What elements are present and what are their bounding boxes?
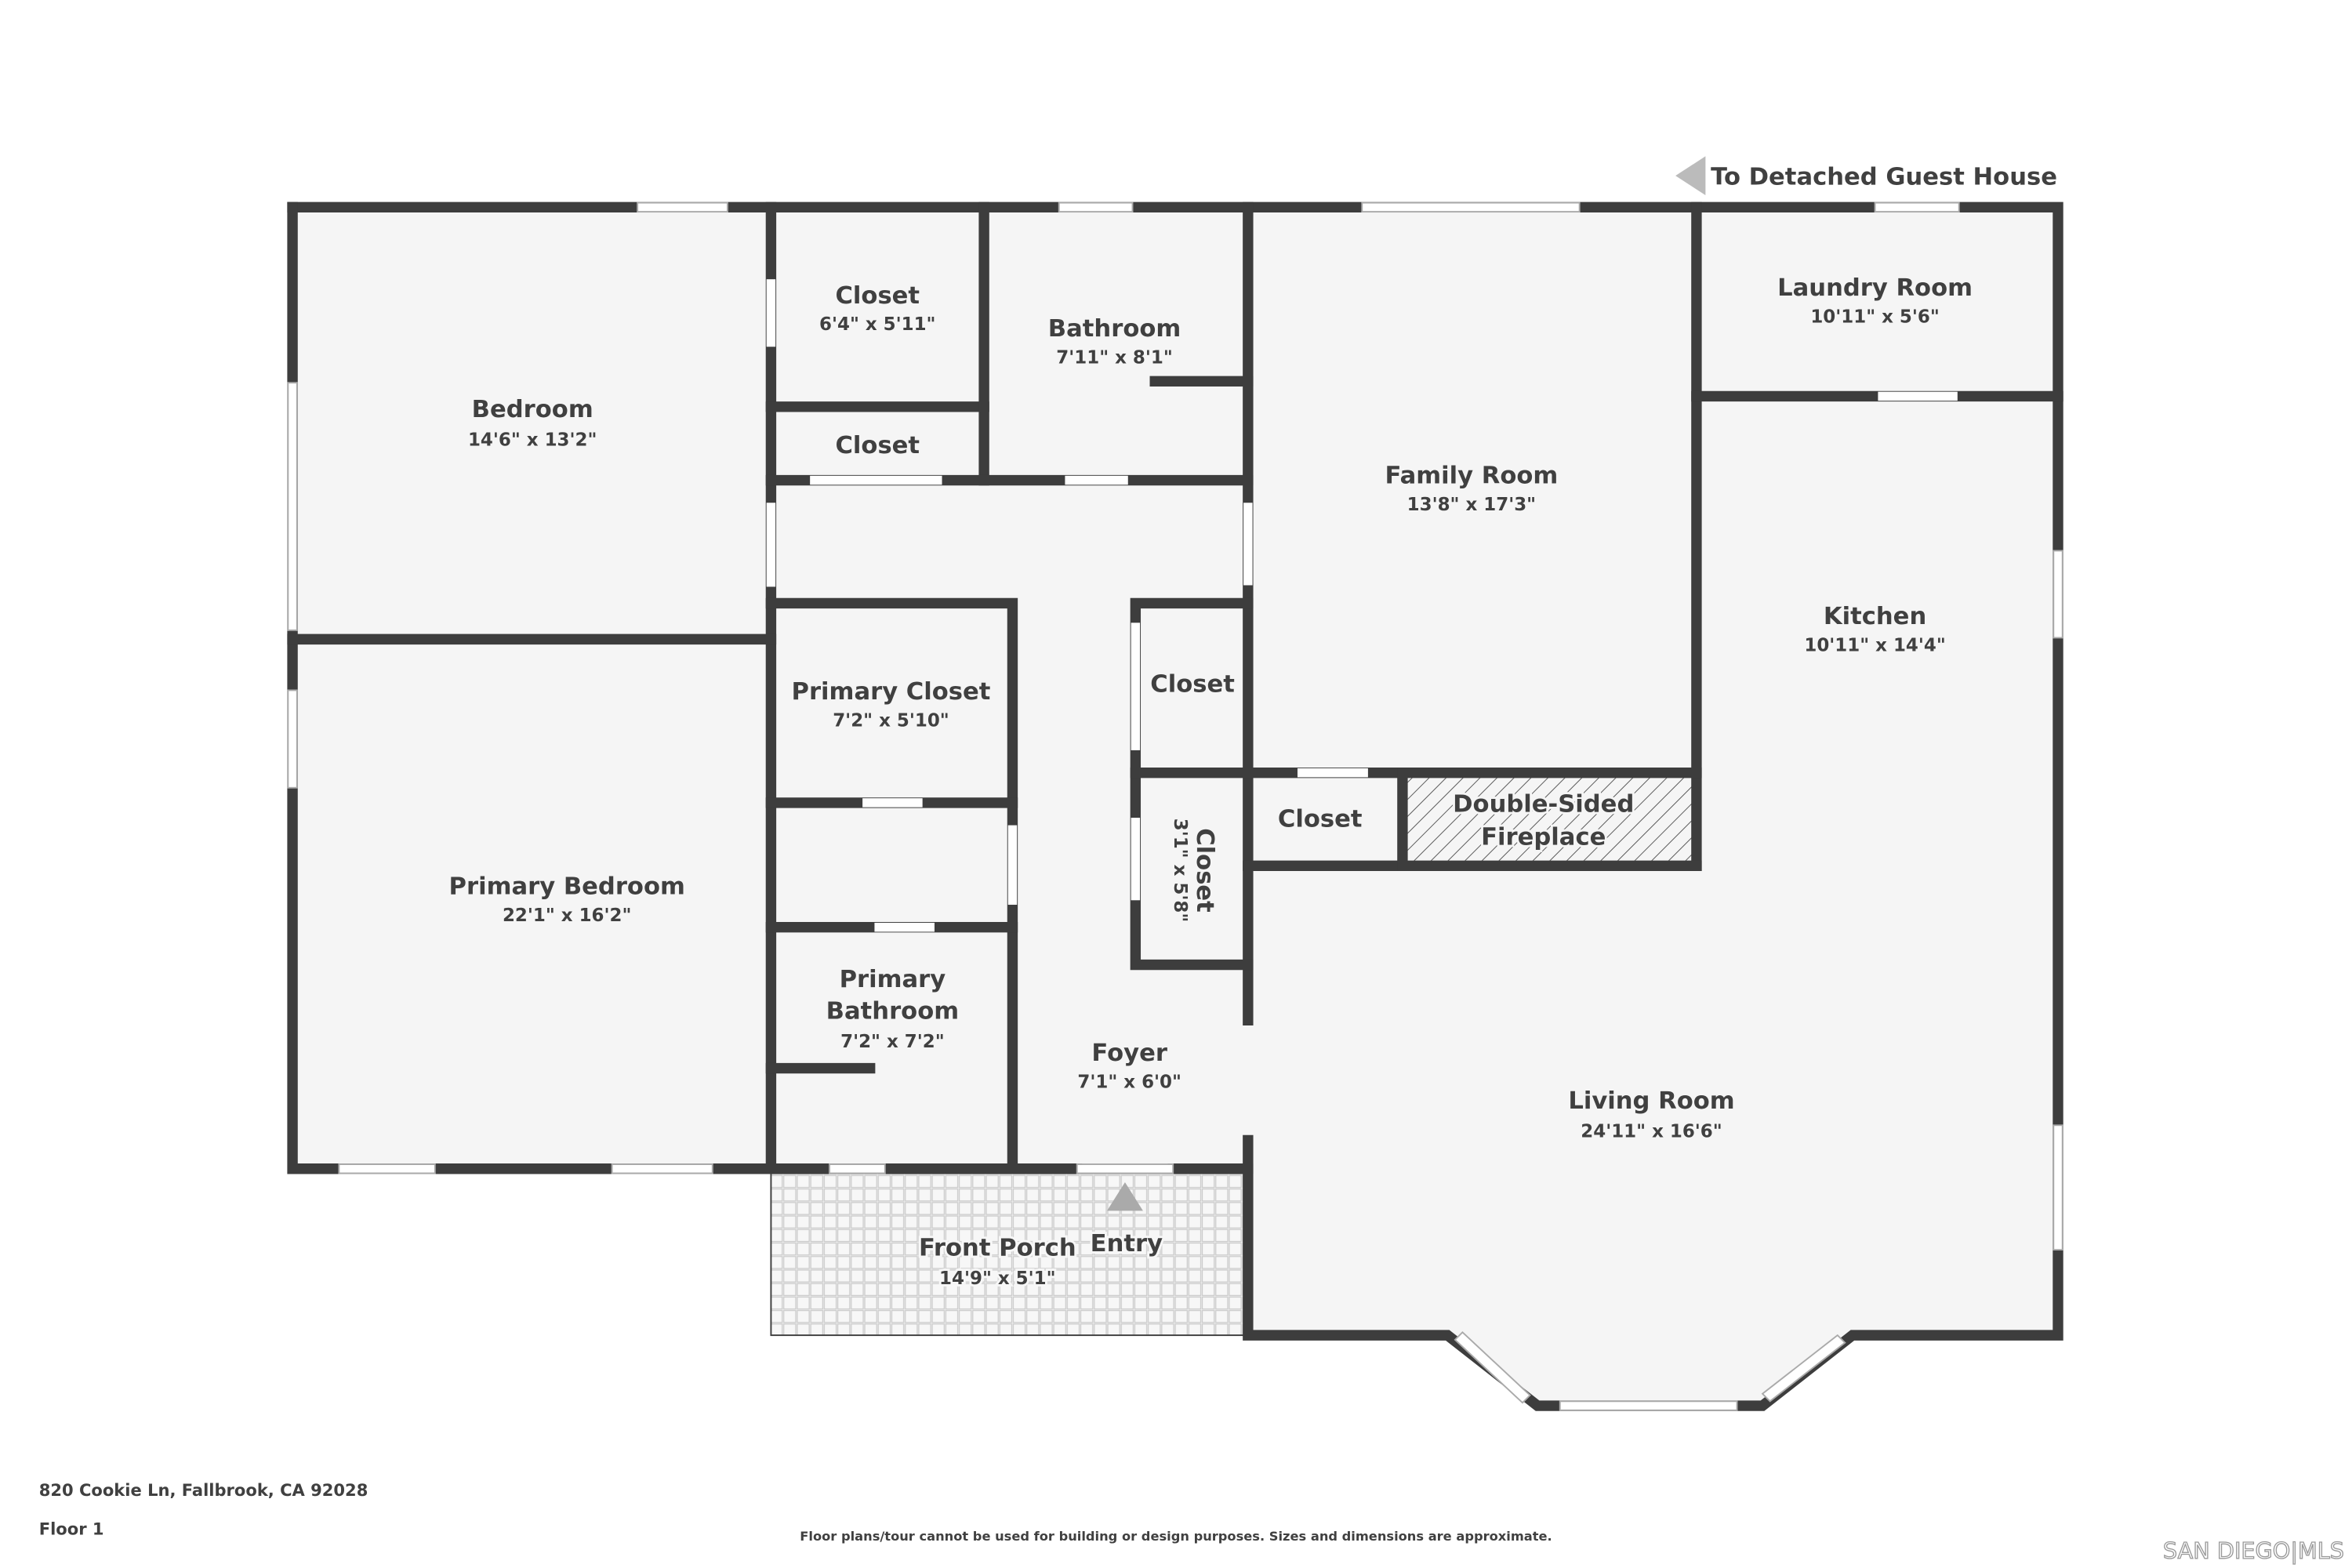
room-name-front-porch: Front Porch [919, 1235, 1076, 1262]
room-dims-primary-bathroom: 7'2" x 7'2" [840, 1032, 945, 1052]
room-name-closet-top: Closet [835, 282, 920, 310]
room-name-family-room: Family Room [1385, 462, 1559, 489]
mls-logo: SAN DIEGO|MLS [2163, 1537, 2344, 1564]
fireplace-label-line1: Double-Sided [1453, 790, 1634, 818]
room-name-living-room: Living Room [1568, 1087, 1734, 1115]
disclaimer: Floor plans/tour cannot be used for buil… [800, 1529, 1552, 1544]
room-dims-primary-bedroom: 22'1" x 16'2" [503, 906, 631, 926]
windows [287, 201, 2063, 1411]
room-dims-primary-closet: 7'2" x 5'10" [833, 710, 949, 731]
entry-label: Entry [1091, 1230, 1163, 1258]
room-name-primary-bathroom-line2: Bathroom [826, 997, 959, 1025]
fireplace-label-line2: Fireplace [1481, 823, 1606, 851]
floor-label: Floor 1 [39, 1519, 104, 1539]
room-dims-closet-top: 6'4" x 5'11" [819, 314, 936, 335]
room-name-bathroom: Bathroom [1048, 315, 1181, 343]
room-dims-bedroom: 14'6" x 13'2" [468, 430, 597, 451]
room-dims-laundry-room: 10'11" x 5'6" [1810, 307, 1939, 328]
room-dims-front-porch: 14'9" x 5'1" [939, 1269, 1056, 1289]
room-name-kitchen: Kitchen [1824, 603, 1926, 630]
guest-house-label: To Detached Guest House [1711, 164, 2057, 191]
room-name-closet-vertical: Closet [1191, 828, 1218, 913]
guest-house-arrow-icon [1675, 156, 1706, 196]
room-name-primary-closet: Primary Closet [792, 678, 991, 706]
door-openings [766, 279, 1958, 1174]
room-name-primary-bathroom-line1: Primary [840, 966, 946, 993]
room-name-primary-bedroom: Primary Bedroom [449, 873, 685, 901]
fireplace-hatch [1405, 777, 1693, 863]
floor-area [292, 207, 2059, 1406]
room-name-laundry-room: Laundry Room [1777, 274, 1973, 302]
room-name-bedroom: Bedroom [472, 396, 593, 423]
room-dims-living-room: 24'11" x 16'6" [1581, 1122, 1722, 1142]
address: 820 Cookie Ln, Fallbrook, CA 92028 [39, 1480, 368, 1500]
room-dims-bathroom: 7'11" x 8'1" [1056, 347, 1173, 368]
room-name-closet-hall: Closet [1150, 670, 1235, 698]
room-name-closet-fireplace: Closet [1278, 806, 1363, 833]
room-name-foyer: Foyer [1091, 1040, 1167, 1067]
room-dims-kitchen: 10'11" x 14'4" [1804, 636, 1945, 656]
room-dims-family-room: 13'8" x 17'3" [1407, 495, 1536, 515]
room-dims-closet-vertical: 3'1" x 5'8" [1170, 818, 1190, 923]
room-name-closet-small: Closet [835, 432, 920, 459]
room-dims-foyer: 7'1" x 6'0" [1077, 1072, 1181, 1092]
entry-arrow-icon [1106, 1181, 1143, 1211]
